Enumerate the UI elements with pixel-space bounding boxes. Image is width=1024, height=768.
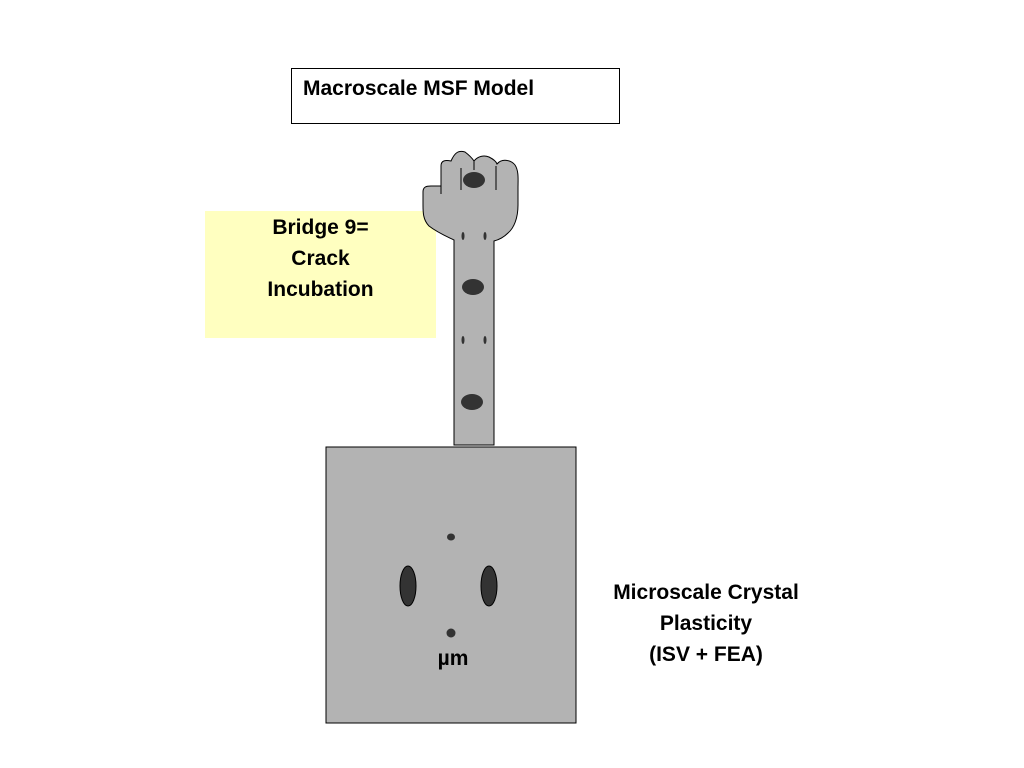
bridge-label: Bridge 9= Crack Incubation	[205, 212, 436, 305]
microscale-caption: Microscale Crystal Plasticity (ISV + FEA…	[596, 577, 816, 670]
macroscale-model-box: Macroscale MSF Model	[291, 68, 620, 124]
bridge-label-line-1: Bridge 9=	[272, 216, 369, 239]
void-micro-left	[399, 565, 417, 607]
void-hand-5	[461, 336, 465, 344]
micrometer-scale-label: µm	[437, 647, 469, 670]
void-micro-bottom	[446, 628, 456, 638]
void-hand-3	[483, 232, 487, 240]
bridge-label-line-3: Incubation	[267, 278, 374, 301]
macroscale-model-label: Macroscale MSF Model	[303, 77, 535, 100]
microscale-element	[325, 446, 577, 724]
void-hand-2	[461, 232, 465, 240]
microscale-caption-line-1: Microscale Crystal	[613, 581, 799, 604]
microscale-caption-line-3: (ISV + FEA)	[649, 643, 763, 666]
bridge-highlight-box	[205, 211, 436, 338]
void-micro-top	[447, 533, 455, 541]
void-micro-right	[480, 565, 498, 607]
hand-component	[422, 150, 519, 446]
void-hand-6	[483, 336, 487, 344]
void-hand-1	[463, 172, 485, 188]
void-hand-4	[462, 279, 484, 295]
microscale-caption-line-2: Plasticity	[659, 612, 753, 635]
bridge-label-line-2: Crack	[291, 247, 350, 270]
void-hand-7	[461, 394, 483, 410]
